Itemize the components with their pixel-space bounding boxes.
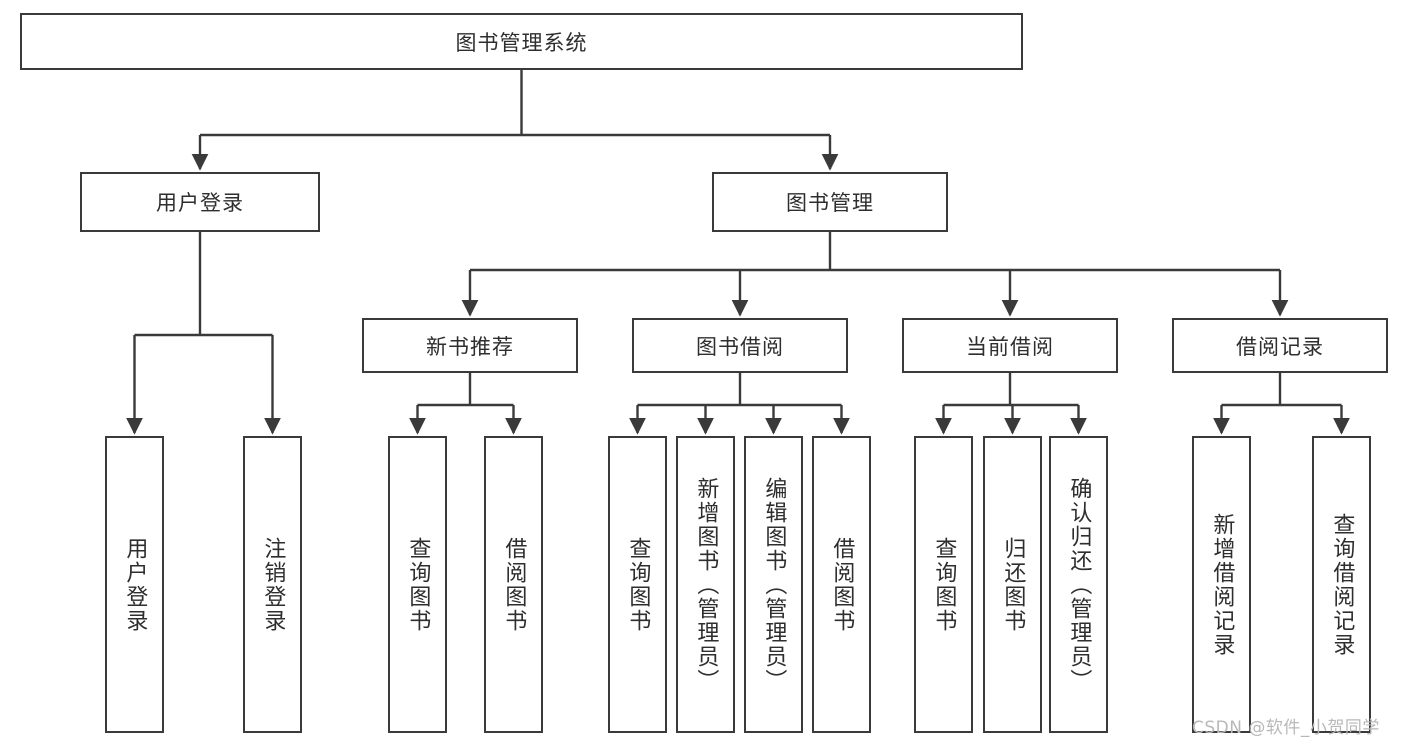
node-new-book-recommend: 新书推荐 xyxy=(362,318,578,373)
node-book-manage: 图书管理 xyxy=(712,172,948,232)
node-label: 借阅图书 xyxy=(501,536,527,633)
node-label: 用户登录 xyxy=(156,191,244,215)
leaf-leaf-confirm-return: 确认归还（管理员） xyxy=(1049,436,1108,733)
node-book-borrow: 图书借阅 xyxy=(632,318,848,373)
node-label: 查询图书 xyxy=(931,536,957,633)
leaf-leaf-borrow-book-2: 借阅图书 xyxy=(812,436,871,733)
node-label: 借阅记录 xyxy=(1236,334,1324,359)
node-label: 注销登录 xyxy=(260,536,286,633)
node-label: 图书管理 xyxy=(786,191,874,215)
leaf-leaf-add-record: 新增借阅记录 xyxy=(1192,436,1251,733)
root-node-root: 图书管理系统 xyxy=(20,13,1023,70)
node-borrow-record: 借阅记录 xyxy=(1172,318,1388,373)
node-label: 图书管理系统 xyxy=(455,30,588,55)
leaf-leaf-query-book-3: 查询图书 xyxy=(914,436,973,733)
node-label: 查询图书 xyxy=(405,536,431,633)
node-label: 查询借阅记录 xyxy=(1329,512,1355,657)
leaf-leaf-query-book-2: 查询图书 xyxy=(608,436,667,733)
node-label: 图书借阅 xyxy=(696,334,784,359)
node-label: 确认归还（管理员） xyxy=(1066,476,1092,693)
node-label: 查询图书 xyxy=(625,536,651,633)
node-user-login: 用户登录 xyxy=(80,172,320,232)
node-label: 新增借阅记录 xyxy=(1209,512,1235,657)
leaf-leaf-borrow-book-1: 借阅图书 xyxy=(484,436,543,733)
node-label: 借阅图书 xyxy=(829,536,855,633)
node-label: 当前借阅 xyxy=(966,334,1054,359)
node-label: 新增图书（管理员） xyxy=(693,476,719,693)
node-current-borrow: 当前借阅 xyxy=(902,318,1118,373)
node-label: 编辑图书（管理员） xyxy=(761,476,787,693)
leaf-leaf-logout: 注销登录 xyxy=(243,436,302,733)
node-label: 新书推荐 xyxy=(426,334,514,359)
node-label: 用户登录 xyxy=(122,536,148,633)
leaf-leaf-user-login: 用户登录 xyxy=(105,436,164,733)
node-label: 归还图书 xyxy=(1000,536,1026,633)
leaf-leaf-return-book: 归还图书 xyxy=(983,436,1042,733)
csdn-watermark: CSDN @软件_小贺同学 xyxy=(1192,718,1380,738)
leaf-leaf-query-book-1: 查询图书 xyxy=(388,436,447,733)
leaf-leaf-query-record: 查询借阅记录 xyxy=(1312,436,1371,733)
leaf-leaf-add-book: 新增图书（管理员） xyxy=(676,436,735,733)
leaf-leaf-edit-book: 编辑图书（管理员） xyxy=(744,436,803,733)
